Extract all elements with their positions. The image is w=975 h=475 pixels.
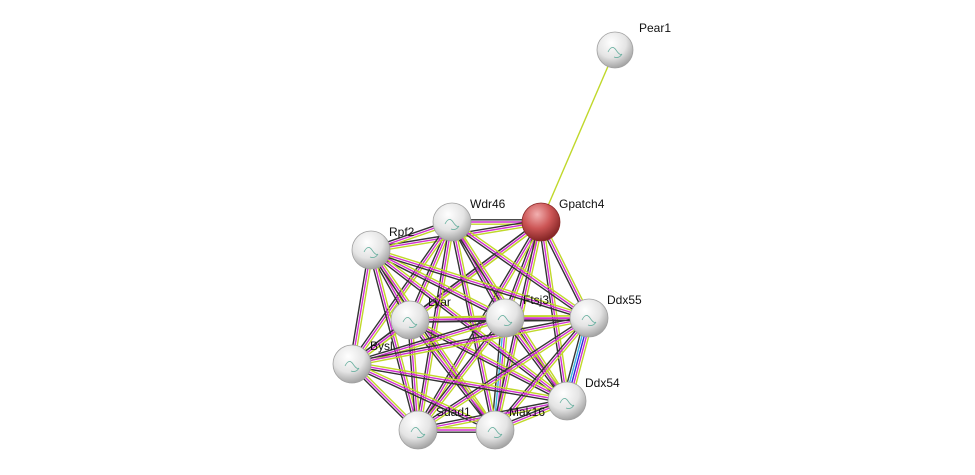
edge-line-coexpression xyxy=(351,315,589,363)
node-wdr46[interactable]: Wdr46 xyxy=(432,197,506,242)
edge-line-textmining xyxy=(352,361,568,400)
edge-line-textmining xyxy=(540,49,616,223)
edge-line-coexpression xyxy=(407,320,494,432)
protein-structure-icon xyxy=(487,427,503,438)
node-label: Ftsj3 xyxy=(523,293,549,307)
edge-line-experiments xyxy=(370,249,419,431)
edge-line-textmining xyxy=(410,317,569,400)
edge-line-textmining xyxy=(352,319,590,367)
node-ddx55[interactable]: Ddx55 xyxy=(569,293,642,338)
node-bubble[interactable] xyxy=(332,344,372,384)
node-bysl[interactable]: Bysl xyxy=(332,339,393,384)
edge-lyar-ddx54[interactable] xyxy=(408,317,569,404)
node-bubble[interactable] xyxy=(351,230,391,270)
edge-line-textmining xyxy=(419,318,508,432)
edge-line-coexpression xyxy=(368,250,417,431)
edge-line-textmining xyxy=(542,221,570,401)
protein-structure-icon xyxy=(497,315,513,326)
node-mak16[interactable]: Mak16 xyxy=(475,405,545,450)
edge-gpatch4-ddx54[interactable] xyxy=(538,221,570,402)
edge-line-experiments xyxy=(370,249,506,319)
edge-pear1-gpatch4[interactable] xyxy=(540,49,616,223)
node-lyar[interactable]: Lyar xyxy=(390,295,451,340)
node-label: Ddx55 xyxy=(607,293,642,307)
node-label: Pear1 xyxy=(639,21,671,35)
edge-line-experiments xyxy=(351,363,568,402)
edge-line-coexpression xyxy=(350,365,495,433)
node-label: Gpatch4 xyxy=(559,197,605,211)
edge-line-experiments xyxy=(409,319,568,402)
node-label: Mak16 xyxy=(509,405,545,419)
protein-structure-icon xyxy=(559,398,575,409)
edge-line-experiments xyxy=(417,317,590,431)
edge-line-textmining xyxy=(453,221,498,430)
node-sdad1[interactable]: Sdad1 xyxy=(398,405,471,450)
node-bubble[interactable] xyxy=(547,381,587,421)
edge-line-textmining xyxy=(371,247,590,317)
edges-layer xyxy=(349,49,616,433)
node-label: Sdad1 xyxy=(436,405,471,419)
protein-structure-icon xyxy=(402,317,418,328)
edge-line-coexpression xyxy=(450,223,589,321)
edge-line-experiments xyxy=(409,319,496,431)
protein-structure-icon xyxy=(607,47,623,58)
edge-line-experiments xyxy=(370,249,590,319)
edge-line-experiments xyxy=(540,221,568,402)
edge-line-experiments xyxy=(351,317,590,365)
node-bubble[interactable] xyxy=(596,31,634,69)
protein-structure-icon xyxy=(344,361,360,372)
edge-line-coexpression xyxy=(538,222,566,402)
edge-line-textmining xyxy=(418,319,591,433)
edge-line-coexpression xyxy=(351,365,567,404)
node-bubble[interactable] xyxy=(485,298,525,338)
protein-structure-icon xyxy=(363,247,379,258)
node-bubble[interactable] xyxy=(432,202,472,242)
protein-structure-icon xyxy=(581,315,597,326)
node-bubble[interactable] xyxy=(398,410,438,450)
edge-rpf2-ddx55[interactable] xyxy=(370,247,590,321)
edge-line-coexpression xyxy=(415,220,540,430)
edge-lyar-mak16[interactable] xyxy=(407,318,498,432)
node-label: Ddx54 xyxy=(585,376,620,390)
edge-wdr46-ddx55[interactable] xyxy=(450,219,591,321)
node-label: Bysl xyxy=(370,339,393,353)
edge-rpf2-sdad1[interactable] xyxy=(368,249,421,431)
edge-line-experiments xyxy=(451,221,590,319)
node-label: Wdr46 xyxy=(470,197,506,211)
edge-line-textmining xyxy=(372,249,421,430)
edge-line-experiments xyxy=(370,249,568,402)
node-pear1[interactable]: Pear1 xyxy=(596,21,671,69)
node-ddx54[interactable]: Ddx54 xyxy=(547,376,620,421)
node-bubble[interactable] xyxy=(475,410,515,450)
edge-line-textmining xyxy=(371,247,569,400)
edge-line-textmining xyxy=(452,219,591,317)
edge-line-textmining xyxy=(496,318,592,432)
edge-line-coexpression xyxy=(415,221,451,430)
protein-structure-icon xyxy=(444,219,460,230)
edge-line-experiments xyxy=(351,221,453,365)
edge-bysl-ddx54[interactable] xyxy=(351,361,568,404)
protein-structure-icon xyxy=(410,427,426,438)
edge-line-textmining xyxy=(411,318,498,430)
node-rpf2[interactable]: Rpf2 xyxy=(351,225,415,270)
node-bubble[interactable] xyxy=(569,298,609,338)
node-gpatch4[interactable]: Gpatch4 xyxy=(521,197,605,242)
node-ftsj3[interactable]: Ftsj3 xyxy=(485,293,549,338)
edge-line-coexpression xyxy=(408,321,567,404)
edge-line-coexpression xyxy=(370,251,589,321)
edge-line-coexpression xyxy=(351,315,505,363)
node-label: Rpf2 xyxy=(389,225,415,239)
node-bubble[interactable] xyxy=(521,202,561,242)
node-label: Lyar xyxy=(428,295,451,309)
node-bubble[interactable] xyxy=(390,300,430,340)
edge-ddx55-bysl[interactable] xyxy=(351,315,590,367)
